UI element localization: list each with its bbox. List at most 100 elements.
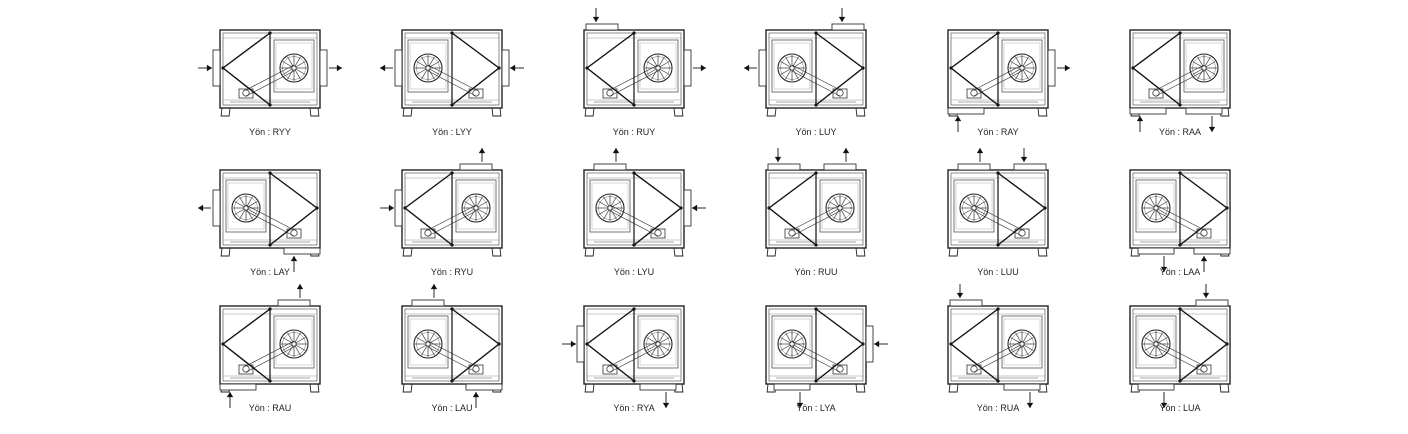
fan-wheel-icon bbox=[461, 193, 491, 223]
access-door-diagonals bbox=[632, 171, 683, 247]
unit-drawing: Yön : LAA bbox=[1100, 158, 1260, 298]
inlet-connection bbox=[1129, 107, 1167, 132]
access-door-diagonals bbox=[221, 307, 272, 383]
outlet-connection bbox=[1003, 383, 1041, 408]
fan-wheel-icon bbox=[1141, 329, 1171, 359]
fan-wheel-icon bbox=[279, 53, 309, 83]
direction-label: Yön : LUU bbox=[977, 267, 1019, 277]
inlet-connection bbox=[562, 325, 585, 363]
fan-wheel-icon bbox=[825, 193, 855, 223]
fan-scroll-housing bbox=[1135, 315, 1177, 369]
motor-icon bbox=[966, 364, 982, 375]
direction-label: Yön : RAY bbox=[977, 127, 1019, 137]
outlet-arrow-icon bbox=[1057, 64, 1070, 72]
fan-wheel-icon bbox=[959, 193, 989, 223]
inlet-connection bbox=[1193, 247, 1231, 272]
unit-drawing: Yön : RYY bbox=[190, 18, 350, 158]
motor-icon bbox=[1148, 88, 1164, 99]
direction-label: Yön : LAU bbox=[431, 403, 473, 413]
ahu-unit-schematic bbox=[198, 169, 321, 272]
inlet-connection bbox=[585, 8, 619, 31]
unit-legs bbox=[584, 107, 684, 117]
inlet-connection bbox=[683, 189, 706, 227]
access-door-diagonals bbox=[403, 171, 454, 247]
ahu-unit-schematic bbox=[947, 148, 1049, 257]
outlet-connection bbox=[1185, 107, 1223, 132]
inlet-arrow-icon bbox=[472, 392, 480, 408]
unit-drawing: Yön : LUU bbox=[918, 148, 1078, 298]
unit-drawing: Yön : LAY bbox=[190, 158, 350, 298]
inlet-connection bbox=[219, 383, 257, 408]
direction-label: Yön : RAA bbox=[1158, 127, 1202, 137]
unit-drawing: Yön : RAU bbox=[190, 284, 350, 434]
fan-scroll-housing bbox=[273, 39, 315, 93]
access-door-diagonals bbox=[1178, 307, 1229, 383]
motor-icon bbox=[468, 364, 484, 375]
fan-wheel-icon bbox=[777, 53, 807, 83]
fan-wheel-icon bbox=[777, 329, 807, 359]
inlet-arrow-icon bbox=[380, 204, 394, 212]
outlet-arrow-icon bbox=[329, 64, 342, 72]
outlet-connection bbox=[639, 383, 677, 408]
fan-scroll-housing bbox=[637, 315, 679, 369]
unit-legs bbox=[584, 247, 684, 257]
fan-wheel-icon bbox=[413, 329, 443, 359]
inlet-arrow-icon bbox=[956, 284, 964, 298]
unit-legs bbox=[402, 107, 502, 117]
fan-scroll-housing bbox=[273, 315, 315, 369]
ahu-unit-schematic bbox=[947, 284, 1049, 408]
fan-wheel-icon bbox=[643, 329, 673, 359]
access-door-diagonals bbox=[949, 307, 1000, 383]
outlet-arrow-icon bbox=[1160, 256, 1168, 272]
unit-drawing: Yön : RUY bbox=[554, 8, 714, 158]
inlet-arrow-icon bbox=[1202, 284, 1210, 298]
ahu-unit-schematic bbox=[198, 29, 342, 117]
outlet-arrow-icon bbox=[1208, 116, 1216, 132]
motor-icon bbox=[468, 88, 484, 99]
direction-label: Yön : LYY bbox=[432, 127, 472, 137]
outlet-connection bbox=[319, 49, 342, 87]
access-door-diagonals bbox=[814, 307, 865, 383]
outlet-connection bbox=[1137, 383, 1175, 408]
access-door-diagonals bbox=[221, 31, 272, 107]
fan-scroll-housing bbox=[1001, 315, 1043, 369]
fan-scroll-housing bbox=[1001, 39, 1043, 93]
fan-scroll-housing bbox=[589, 179, 631, 233]
direction-label: Yön : LUA bbox=[1159, 403, 1201, 413]
ahu-unit-schematic bbox=[947, 29, 1070, 132]
unit-legs bbox=[220, 107, 320, 117]
access-door-diagonals bbox=[585, 31, 636, 107]
inlet-connection bbox=[283, 247, 321, 272]
unit-drawing: Yön : RUA bbox=[918, 284, 1078, 434]
ahu-unit-schematic bbox=[765, 148, 867, 257]
inlet-arrow-icon bbox=[1200, 256, 1208, 272]
inlet-connection bbox=[465, 383, 503, 408]
ahu-unit-schematic bbox=[1129, 29, 1231, 132]
inlet-connection bbox=[501, 49, 524, 87]
unit-legs bbox=[402, 247, 502, 257]
fan-wheel-icon bbox=[1189, 53, 1219, 83]
inlet-arrow-icon bbox=[1020, 148, 1028, 162]
outlet-arrow-icon bbox=[296, 284, 304, 298]
motor-icon bbox=[650, 228, 666, 239]
outlet-arrow-icon bbox=[744, 64, 757, 72]
unit-drawing: Yön : LYY bbox=[372, 18, 532, 158]
inlet-connection bbox=[831, 8, 865, 31]
outlet-arrow-icon bbox=[430, 284, 438, 298]
ahu-unit-schematic bbox=[583, 148, 706, 257]
outlet-connection bbox=[957, 148, 991, 171]
outlet-arrow-icon bbox=[1026, 392, 1034, 408]
ahu-unit-schematic bbox=[765, 305, 888, 408]
fan-scroll-housing bbox=[637, 39, 679, 93]
outlet-arrow-icon bbox=[478, 148, 486, 162]
ahu-unit-schematic bbox=[562, 305, 685, 408]
inlet-arrow-icon bbox=[198, 64, 212, 72]
unit-drawing: Yön : LYA bbox=[736, 294, 896, 434]
outlet-connection bbox=[380, 49, 403, 87]
motor-icon bbox=[420, 228, 436, 239]
outlet-arrow-icon bbox=[842, 148, 850, 162]
outlet-connection bbox=[198, 189, 221, 227]
outlet-connection bbox=[683, 49, 706, 87]
fan-wheel-icon bbox=[413, 53, 443, 83]
